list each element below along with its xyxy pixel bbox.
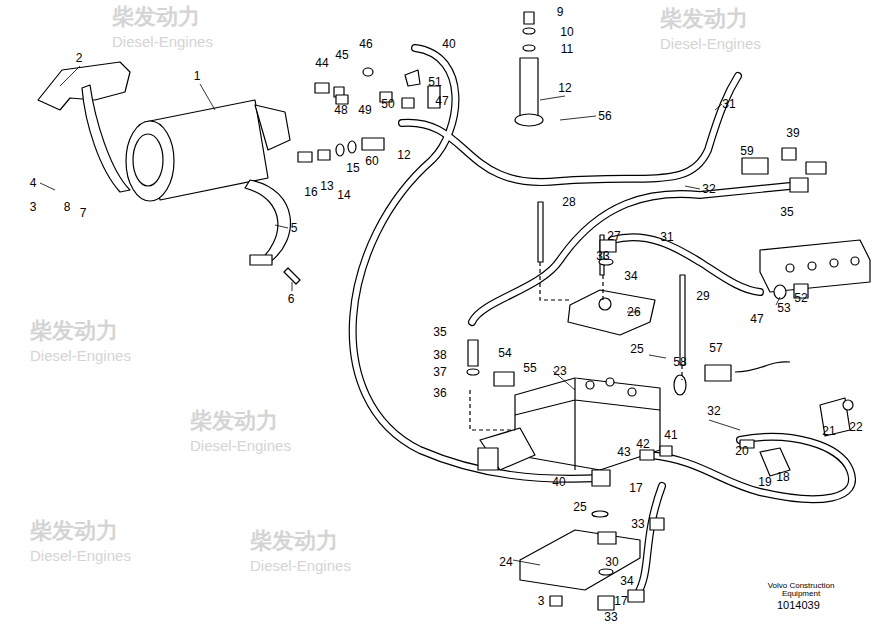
callout-number: 33 (604, 611, 617, 623)
callout-number: 4 (30, 177, 37, 189)
callout-number: 47 (750, 313, 763, 325)
callout-number: 9 (557, 6, 564, 18)
callout-number: 35 (780, 206, 793, 218)
callout-number: 29 (696, 290, 709, 302)
callout-number: 42 (636, 438, 649, 450)
callout-number: 59 (740, 145, 753, 157)
callout-number: 8 (64, 201, 71, 213)
callout-number: 45 (335, 49, 348, 61)
callout-number: 23 (553, 365, 566, 377)
callout-number: 25 (630, 343, 643, 355)
callout-number: 60 (365, 155, 378, 167)
callout-number: 40 (552, 476, 565, 488)
callout-number: 53 (777, 302, 790, 314)
callout-number: 41 (664, 429, 677, 441)
callout-number: 26 (627, 306, 640, 318)
watermark: Diesel-Engines (112, 34, 213, 49)
callout-number: 50 (381, 98, 394, 110)
watermark: 柴发动力 (660, 8, 748, 30)
callout-number: 30 (605, 556, 618, 568)
callout-number: 36 (433, 387, 446, 399)
callout-number: 2 (76, 52, 83, 64)
callout-number: 57 (709, 342, 722, 354)
callout-number: 32 (702, 183, 715, 195)
watermark: Diesel-Engines (30, 548, 131, 563)
callout-number: 22 (849, 421, 862, 433)
callout-number: 11 (561, 43, 573, 55)
watermark: 柴发动力 (30, 520, 118, 542)
callout-number: 6 (288, 293, 295, 305)
callout-number: 46 (359, 38, 372, 50)
callout-number: 24 (499, 556, 512, 568)
callout-number: 37 (433, 366, 446, 378)
callout-number: 15 (346, 162, 359, 174)
callout-number: 39 (786, 127, 799, 139)
callout-number: 25 (573, 501, 586, 513)
callout-number: 47 (435, 95, 448, 107)
callout-number: 18 (776, 471, 789, 483)
callout-number: 12 (558, 82, 571, 94)
callout-number: 33 (631, 518, 644, 530)
callout-number: 56 (598, 110, 611, 122)
callout-number: 31 (722, 98, 735, 110)
callout-number: 3 (538, 595, 545, 607)
callout-number: 58 (673, 356, 686, 368)
callout-number: 52 (794, 292, 807, 304)
watermark: 柴发动力 (30, 320, 118, 342)
callout-number: 49 (358, 104, 371, 116)
callout-number: 19 (758, 476, 771, 488)
watermark: Diesel-Engines (190, 438, 291, 453)
caption: Volvo Construction Equipment (758, 582, 844, 598)
callout-number: 10 (560, 26, 573, 38)
callout-number: 3 (30, 201, 37, 213)
callout-number: 35 (433, 326, 446, 338)
callout-number: 20 (735, 445, 748, 457)
drawing-number: 1014039 (777, 600, 820, 611)
callout-number: 34 (620, 575, 633, 587)
watermark: 柴发动力 (190, 410, 278, 432)
callout-number: 5 (291, 222, 298, 234)
callout-number: 1 (194, 70, 201, 82)
callout-number: 17 (629, 482, 642, 494)
callout-number: 40 (442, 38, 455, 50)
callout-number: 28 (562, 196, 575, 208)
callout-number: 44 (315, 57, 328, 69)
callout-number: 13 (320, 180, 333, 192)
callout-number: 7 (80, 207, 87, 219)
callout-number: 51 (428, 76, 441, 88)
watermark: Diesel-Engines (660, 36, 761, 51)
callout-number: 48 (334, 104, 347, 116)
watermark: 柴发动力 (250, 530, 338, 552)
callout-number: 27 (607, 230, 620, 242)
callout-number: 32 (707, 405, 720, 417)
callout-number: 38 (433, 349, 446, 361)
watermark: Diesel-Engines (250, 558, 351, 573)
callout-number: 16 (304, 186, 317, 198)
callout-number: 54 (498, 347, 511, 359)
watermark: Diesel-Engines (30, 348, 131, 363)
callout-number: 12 (397, 149, 410, 161)
callout-number: 33 (596, 250, 609, 262)
callout-number: 34 (624, 270, 637, 282)
callout-number: 31 (660, 231, 673, 243)
callout-number: 14 (337, 189, 350, 201)
callout-number: 21 (822, 425, 835, 437)
watermark: 柴发动力 (112, 6, 200, 28)
callout-number: 55 (523, 362, 536, 374)
callout-number: 17 (614, 595, 627, 607)
callout-number: 43 (617, 446, 630, 458)
